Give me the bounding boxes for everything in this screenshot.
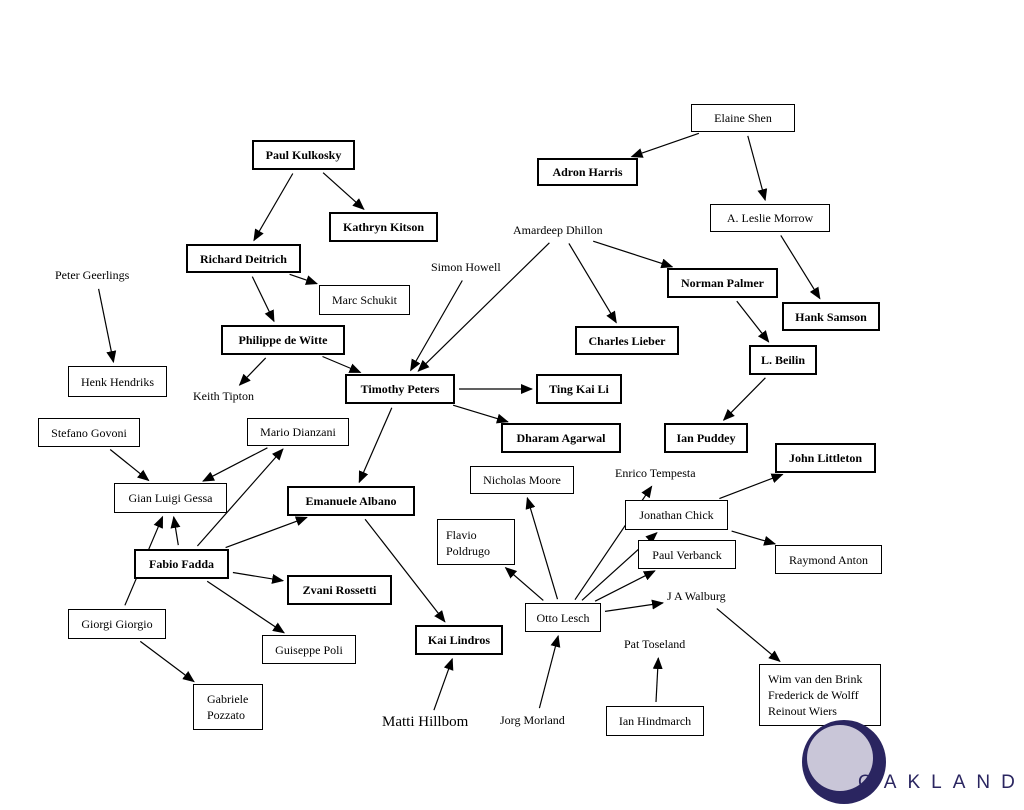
node-mario-dianzani: Mario Dianzani: [247, 418, 349, 446]
edge-otto-lesch-to-nicholas-moore: [525, 496, 559, 600]
edge-amardeep-dhillon-to-charles-lieber: [568, 243, 617, 324]
edge-norman-palmer-to-l-beilin: [736, 300, 770, 343]
edge-fabio-fadda-to-emanuele-albano: [225, 516, 308, 549]
node-philippe-de-witte: Philippe de Witte: [221, 325, 345, 355]
node-flavio-poldrugo: Flavio Poldrugo: [437, 519, 515, 565]
node-raymond-anton: Raymond Anton: [775, 545, 882, 574]
edge-emanuele-albano-to-kai-lindros: [364, 518, 446, 623]
node-ian-hindmarch: Ian Hindmarch: [606, 706, 704, 736]
node-amardeep-dhillon: Amardeep Dhillon: [513, 223, 603, 237]
node-paul-kulkosky: Paul Kulkosky: [252, 140, 355, 170]
node-stefano-govoni: Stefano Govoni: [38, 418, 140, 447]
node-emanuele-albano: Emanuele Albano: [287, 486, 415, 516]
edge-paul-kulkosky-to-kathryn-kitson: [322, 172, 365, 210]
node-leslie-morrow: A. Leslie Morrow: [710, 204, 830, 232]
edge-paul-kulkosky-to-richard-deitrich: [253, 173, 294, 242]
node-zvani-rossetti: Zvani Rossetti: [287, 575, 392, 605]
edge-giorgi-giorgio-to-gabriele-pozzato: [139, 640, 195, 683]
node-simon-howell: Simon Howell: [431, 260, 501, 274]
edge-philippe-de-witte-to-timothy-peters: [322, 355, 362, 374]
edge-jonathan-chick-to-raymond-anton: [731, 530, 777, 546]
node-kathryn-kitson: Kathryn Kitson: [329, 212, 438, 242]
edge-matti-hillbom-to-kai-lindros: [433, 657, 454, 711]
node-ja-walburg: J A Walburg: [667, 589, 726, 603]
edge-ian-hindmarch-to-pat-toseland: [652, 657, 663, 703]
logo-disc: [807, 725, 873, 791]
edge-richard-deitrich-to-marc-schukit: [289, 273, 318, 285]
node-giorgi-giorgio: Giorgi Giorgio: [68, 609, 166, 639]
node-matti-hillbom: Matti Hillbom: [382, 714, 469, 730]
edge-fabio-fadda-to-mario-dianzani: [196, 448, 284, 547]
edge-fabio-fadda-to-guiseppe-poli: [206, 580, 285, 634]
node-wim-van-den-brink-group: Wim van den Brink Frederick de Wolff Rei…: [759, 664, 881, 726]
node-timothy-peters: Timothy Peters: [345, 374, 455, 404]
node-enrico-tempesta: Enrico Tempesta: [615, 466, 696, 480]
edge-mario-dianzani-to-gian-luigi-gessa: [202, 447, 268, 482]
edge-richard-deitrich-to-philippe-de-witte: [251, 276, 275, 323]
edge-ja-walburg-to-wim-group: [716, 608, 781, 663]
node-keith-tipton: Keith Tipton: [193, 389, 255, 403]
node-adron-harris: Adron Harris: [537, 158, 638, 186]
edge-otto-lesch-to-paul-verbanck: [594, 570, 656, 602]
edge-simon-howell-to-timothy-peters: [410, 280, 463, 372]
node-jonathan-chick: Jonathan Chick: [625, 500, 728, 530]
node-paul-verbanck: Paul Verbanck: [638, 540, 736, 569]
node-gabriele-pozzato: Gabriele Pozzato: [193, 684, 263, 730]
node-norman-palmer: Norman Palmer: [667, 268, 778, 298]
node-l-beilin: L. Beilin: [749, 345, 817, 375]
edge-fabio-fadda-to-gian-luigi-gessa: [170, 515, 181, 546]
edge-l-beilin-to-ian-puddey: [722, 377, 766, 421]
node-john-littleton: John Littleton: [775, 443, 876, 473]
edge-jonathan-chick-to-john-littleton: [719, 473, 784, 500]
node-elaine-shen: Elaine Shen: [691, 104, 795, 132]
node-pat-toseland: Pat Toseland: [624, 637, 686, 651]
edge-stefano-govoni-to-gian-luigi-gessa: [109, 449, 150, 482]
edge-otto-lesch-to-flavio-poldrugo: [504, 566, 544, 601]
edge-philippe-de-witte-to-keith-tipton: [238, 357, 267, 386]
edge-timothy-peters-to-dharam-agarwal: [452, 404, 509, 424]
edge-otto-lesch-to-ja-walburg: [604, 599, 664, 612]
edge-peter-geerlings-to-henk-hendriks: [98, 288, 117, 364]
node-hank-samson: Hank Samson: [782, 302, 880, 331]
edge-elaine-shen-to-leslie-morrow: [747, 135, 768, 202]
edge-fabio-fadda-to-zvani-rossetti: [232, 571, 285, 584]
logo-wordmark: OAKLAND: [858, 772, 1024, 793]
node-marc-schukit: Marc Schukit: [319, 285, 410, 315]
edge-elaine-shen-to-adron-harris: [630, 132, 700, 158]
edge-amardeep-dhillon-to-norman-palmer: [593, 240, 674, 269]
node-gian-luigi-gessa: Gian Luigi Gessa: [114, 483, 227, 513]
node-jorg-morland: Jorg Morland: [500, 713, 565, 727]
edge-timothy-peters-to-emanuele-albano: [358, 407, 393, 484]
node-nicholas-moore: Nicholas Moore: [470, 466, 574, 494]
edge-amardeep-dhillon-to-timothy-peters: [417, 242, 550, 372]
node-fabio-fadda: Fabio Fadda: [134, 549, 229, 579]
node-peter-geerlings: Peter Geerlings: [55, 268, 130, 282]
node-guiseppe-poli: Guiseppe Poli: [262, 635, 356, 664]
node-dharam-agarwal: Dharam Agarwal: [501, 423, 621, 453]
node-kai-lindros: Kai Lindros: [415, 625, 503, 655]
node-charles-lieber: Charles Lieber: [575, 326, 679, 355]
edge-leslie-morrow-to-hank-samson: [780, 235, 821, 300]
node-henk-hendriks: Henk Hendriks: [68, 366, 167, 397]
oakland-logo: [802, 720, 886, 804]
edge-jorg-morland-to-otto-lesch: [538, 634, 561, 709]
node-ian-puddey: Ian Puddey: [664, 423, 748, 453]
node-richard-deitrich: Richard Deitrich: [186, 244, 301, 273]
node-otto-lesch: Otto Lesch: [525, 603, 601, 632]
node-ting-kai-li: Ting Kai Li: [536, 374, 622, 404]
